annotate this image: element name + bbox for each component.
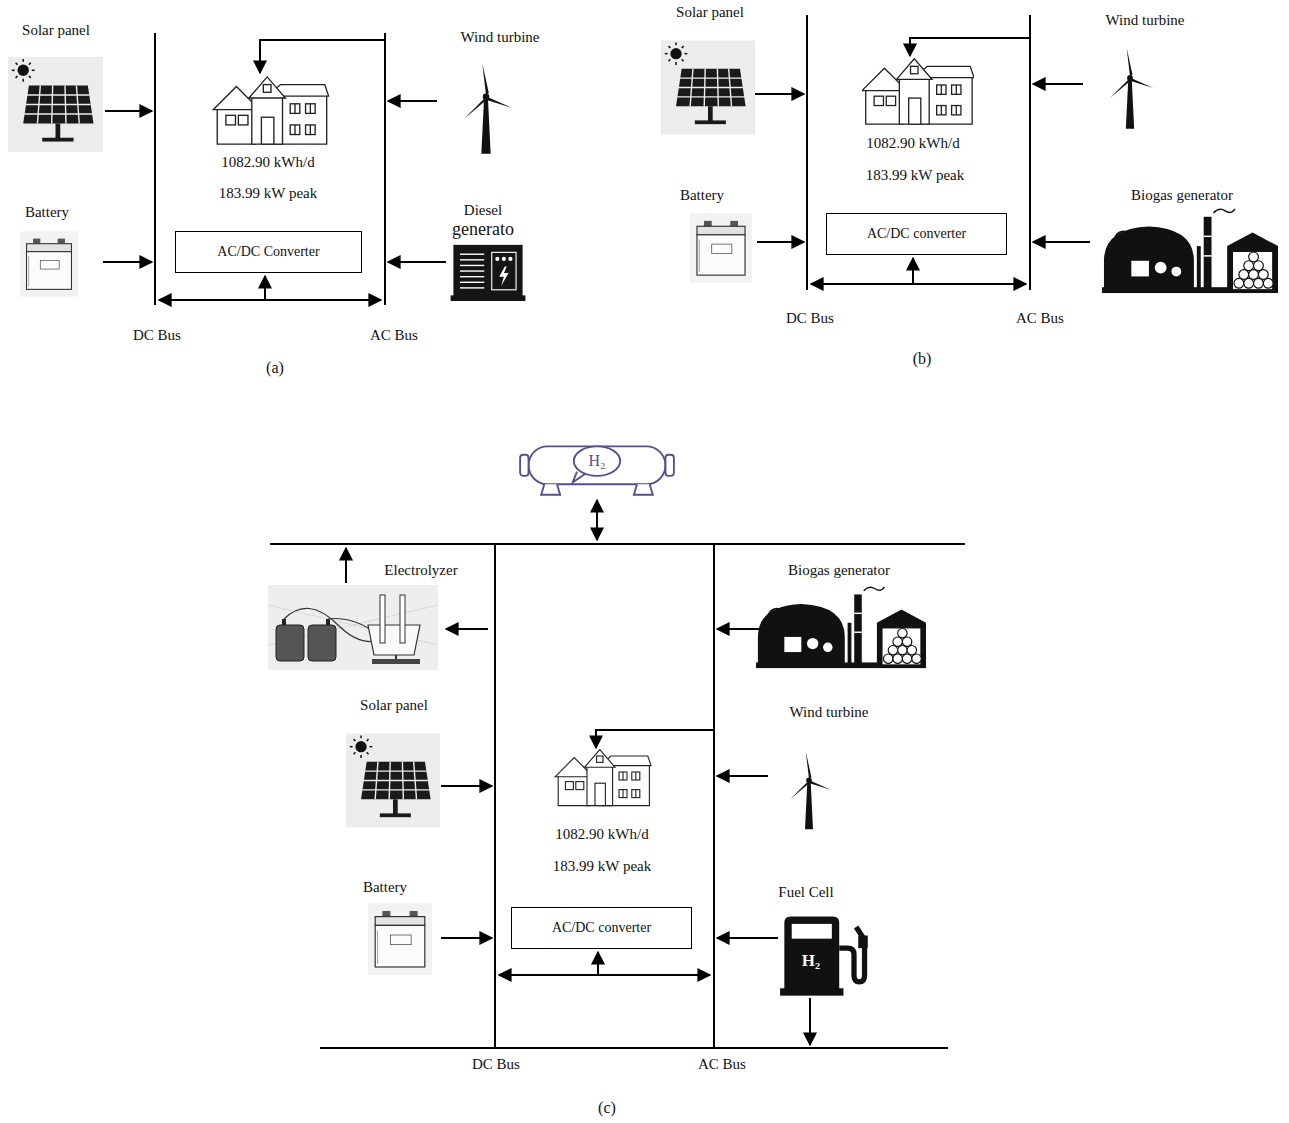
bus-wires-a bbox=[103, 33, 446, 305]
text-label: 183.99 kW peak bbox=[553, 858, 651, 875]
battery-icon bbox=[20, 231, 78, 296]
text-label: Wind turbine bbox=[790, 704, 869, 721]
hydrogen-mark: H₂ bbox=[802, 952, 820, 971]
bus-name: DC Bus bbox=[133, 327, 181, 344]
hydrogen-tank-icon bbox=[520, 446, 674, 494]
load-value: 183.99 kW peak bbox=[219, 185, 317, 202]
text-label: DC Bus bbox=[786, 310, 834, 327]
art-path bbox=[1033, 83, 1083, 85]
biogas-generator-icon bbox=[756, 587, 926, 668]
art-path bbox=[270, 543, 965, 545]
wind-turbine-icon bbox=[1110, 48, 1153, 129]
text-label: Fuel Cell bbox=[778, 884, 833, 901]
component-name: Solar panel bbox=[22, 22, 90, 39]
text-label: (c) bbox=[598, 1099, 616, 1117]
fuel-cell-icon bbox=[780, 917, 868, 996]
text-label: Electrolyzer bbox=[384, 562, 457, 579]
panel-tag: (a) bbox=[266, 359, 284, 377]
art-path bbox=[912, 258, 914, 284]
house-icon bbox=[862, 59, 974, 124]
art-path bbox=[320, 1047, 948, 1049]
text-label: AC Bus bbox=[698, 1056, 746, 1073]
art-path bbox=[910, 38, 1030, 56]
house-icon bbox=[213, 77, 328, 144]
art-path bbox=[757, 241, 804, 243]
art-path bbox=[717, 937, 778, 939]
text-label: Wind turbine bbox=[1106, 12, 1185, 29]
art-path bbox=[159, 299, 381, 301]
text-label: Solar panel bbox=[676, 4, 744, 21]
text-label: Biogas generator bbox=[1131, 187, 1233, 204]
art-path bbox=[806, 15, 808, 290]
art-path bbox=[154, 33, 156, 305]
art-path bbox=[446, 628, 488, 630]
art-path bbox=[388, 261, 446, 263]
art-path bbox=[499, 974, 710, 976]
text-label: 1082.90 kWh/d bbox=[866, 135, 959, 152]
component-name: Diesel bbox=[464, 202, 502, 219]
art-path bbox=[388, 100, 437, 102]
solar-panel-icon bbox=[661, 41, 755, 135]
text-label: Battery bbox=[363, 879, 407, 896]
component-name: Wind turbine bbox=[461, 29, 540, 46]
solar-panel-icon bbox=[8, 57, 103, 152]
text-label: Battery bbox=[680, 187, 724, 204]
art-path bbox=[384, 33, 386, 305]
component-name: generato bbox=[452, 220, 514, 240]
converter-box: AC/DC converter bbox=[826, 213, 1007, 255]
art-path bbox=[809, 998, 811, 1045]
component-name: Battery bbox=[25, 204, 69, 221]
biogas-generator-icon bbox=[1102, 209, 1278, 293]
text-label: Solar panel bbox=[360, 697, 428, 714]
wind-turbine-icon bbox=[464, 63, 513, 154]
art-path bbox=[264, 276, 266, 300]
art-path bbox=[1029, 15, 1031, 290]
art-path bbox=[596, 730, 714, 748]
electrolyzer-icon bbox=[268, 585, 438, 670]
art-path bbox=[717, 775, 768, 777]
art-path bbox=[811, 283, 1026, 285]
art-path bbox=[441, 785, 492, 787]
battery-icon bbox=[368, 903, 432, 975]
art-path bbox=[441, 937, 492, 939]
converter-label: AC/DC Converter bbox=[217, 244, 319, 260]
house-icon bbox=[555, 750, 651, 806]
wind-turbine-icon bbox=[790, 752, 832, 830]
converter-label: AC/DC converter bbox=[552, 920, 651, 936]
bus-name: AC Bus bbox=[370, 327, 418, 344]
art-path bbox=[713, 544, 715, 1048]
diesel-generator-icon bbox=[451, 245, 526, 301]
bus-wires-b bbox=[755, 15, 1090, 290]
battery-icon bbox=[690, 213, 752, 283]
art-path bbox=[260, 40, 385, 73]
converter-box: AC/DC converter bbox=[511, 907, 692, 949]
art-path bbox=[105, 110, 152, 112]
converter-label: AC/DC converter bbox=[867, 226, 966, 242]
art-path bbox=[596, 500, 598, 540]
art-path bbox=[103, 261, 152, 263]
text-label: DC Bus bbox=[472, 1056, 520, 1073]
text-label: (b) bbox=[913, 350, 932, 368]
text-label: 183.99 kW peak bbox=[866, 167, 964, 184]
art-path bbox=[755, 93, 804, 95]
text-label: 1082.90 kWh/d bbox=[555, 826, 648, 843]
art-path bbox=[1033, 241, 1090, 243]
load-value: 1082.90 kWh/d bbox=[221, 154, 314, 171]
art-path bbox=[597, 952, 599, 975]
bus-wires-c bbox=[270, 500, 965, 1048]
art-path bbox=[345, 548, 347, 583]
solar-panel-icon bbox=[346, 734, 440, 828]
hydrogen-mark: H₂ bbox=[588, 452, 605, 470]
text-label: Biogas generator bbox=[788, 562, 890, 579]
text-label: AC Bus bbox=[1016, 310, 1064, 327]
art-path bbox=[494, 544, 496, 1048]
converter-box: AC/DC Converter bbox=[175, 231, 362, 273]
